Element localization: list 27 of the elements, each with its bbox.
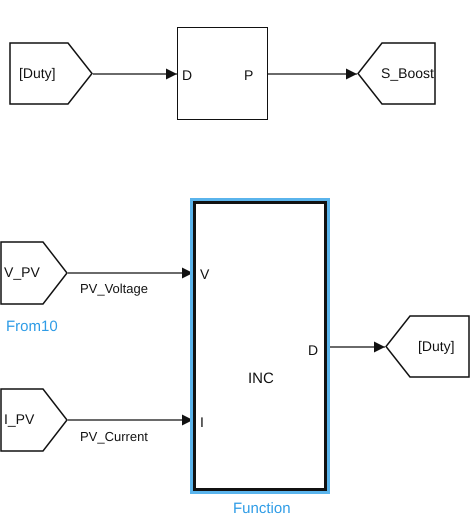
port-label: P [244,68,254,82]
signal-arrow [68,268,193,278]
signal-arrow [268,68,357,80]
signal-label: PV_Voltage [80,282,148,295]
function-block [193,201,327,491]
tag-label: [Duty] [19,66,56,80]
block-caption: Function [233,501,291,516]
port-label: I [200,415,204,429]
block-caption: From10 [6,319,58,334]
port-label: D [308,343,318,357]
goto-tag-block [385,315,470,378]
port-label: V [200,267,210,281]
tag-label: [Duty] [418,339,455,353]
tag-label: V_PV [4,265,40,279]
from-tag-block [0,241,68,305]
goto-tag-block [357,42,436,105]
port-label: D [182,68,192,82]
subsystem-block [177,27,268,120]
tag-label: S_Boost [381,66,434,80]
signal-arrow [93,68,177,80]
signal-label: PV_Current [80,430,148,443]
signal-arrow [327,342,385,352]
goto-tag-block [9,42,93,105]
signal-arrow [68,414,193,426]
block-name: INC [248,371,274,386]
tag-label: I_PV [4,412,34,426]
from-tag-block [0,388,68,452]
